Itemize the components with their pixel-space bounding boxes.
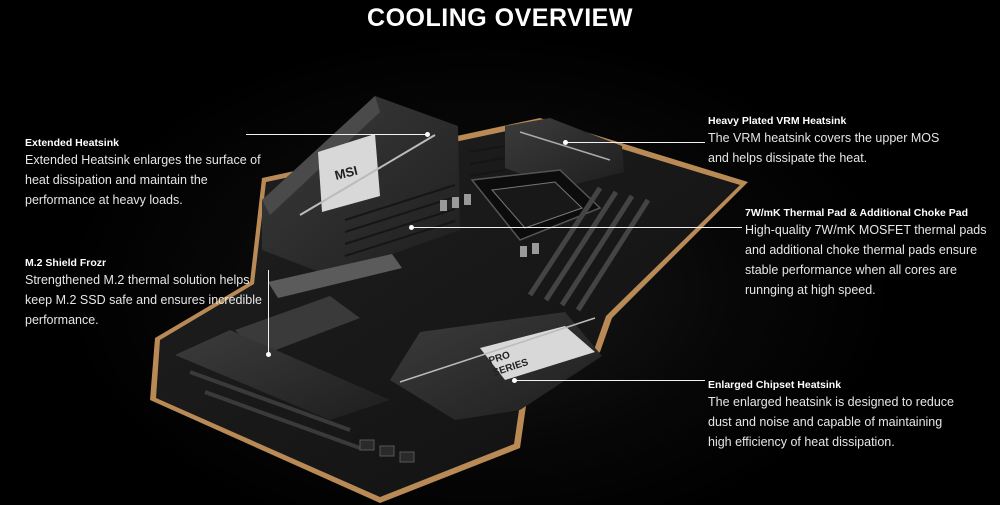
leader-m2 — [268, 270, 269, 356]
callout-line: performance at heavy loads. — [25, 193, 183, 207]
m2-shield — [268, 254, 402, 298]
callout-line: runnging at high speed. — [745, 283, 876, 297]
callout-title: Extended Heatsink — [25, 137, 119, 149]
leader-chipset — [515, 380, 705, 381]
callout-line: High-quality 7W/mK MOSFET thermal pads — [745, 223, 987, 237]
m2-shield-lower — [235, 296, 360, 356]
callout-vrm-heatsink: Heavy Plated VRM Heatsink The VRM heatsi… — [708, 114, 968, 168]
callout-line: dust and noise and capable of maintainin… — [708, 415, 943, 429]
leader-dot-vrm — [563, 140, 568, 145]
callout-extended-heatsink: Extended Heatsink Extended Heatsink enla… — [25, 136, 275, 210]
chipset-accent-line — [399, 317, 596, 383]
vrm-heatsink — [505, 118, 624, 188]
leader-extended — [246, 134, 428, 135]
callout-line: keep M.2 SSD safe and ensures incredible — [25, 293, 262, 307]
pcie-slots — [189, 370, 361, 450]
leader-thermal — [412, 227, 742, 228]
leader-dot-m2 — [266, 352, 271, 357]
leader-dot-chipset — [512, 378, 517, 383]
callout-title: Heavy Plated VRM Heatsink — [708, 115, 847, 127]
pro-series-badge — [480, 326, 595, 380]
callout-line: and helps dissipate the heat. — [708, 151, 868, 165]
callout-title: Enlarged Chipset Heatsink — [708, 379, 842, 391]
heatsink-fins — [344, 184, 456, 257]
callout-line: The VRM heatsink covers the upper MOS — [708, 131, 940, 145]
cpu-socket-lever — [491, 181, 583, 229]
callout-line: stable performance when all cores are — [745, 263, 957, 277]
leader-dot-thermal — [409, 225, 414, 230]
dimm-slots — [527, 186, 651, 312]
page-title: COOLING OVERVIEW — [367, 4, 633, 32]
callout-title: 7W/mK Thermal Pad & Additional Choke Pad — [745, 207, 969, 219]
callout-line: Strengthened M.2 thermal solution helps — [25, 273, 250, 287]
callout-line: and additional choke thermal pads ensure — [745, 243, 978, 257]
chokes — [440, 194, 539, 257]
msi-plate — [318, 134, 380, 212]
leader-dot-extended — [425, 132, 430, 137]
leader-vrm — [566, 142, 705, 143]
callout-line: The enlarged heatsink is designed to red… — [708, 395, 954, 409]
msi-logo: MSI — [333, 163, 359, 183]
vrm-accent-line — [519, 131, 611, 161]
heatsink-accent-line — [299, 134, 436, 216]
sata-ports — [359, 439, 415, 463]
pcie-heatsink — [175, 330, 390, 420]
callout-chipset-heatsink: Enlarged Chipset Heatsink The enlarged h… — [708, 378, 978, 452]
callout-line: heat dissipation and maintain the — [25, 173, 208, 187]
callout-title: M.2 Shield Frozr — [25, 257, 107, 269]
callout-thermal-pad: 7W/mK Thermal Pad & Additional Choke Pad… — [745, 206, 995, 300]
callout-line: high efficiency of heat dissipation. — [708, 435, 895, 449]
callout-line: performance. — [25, 313, 99, 327]
callout-m2-shield-frozr: M.2 Shield Frozr Strengthened M.2 therma… — [25, 256, 275, 330]
vrm-fins — [469, 145, 506, 177]
callout-line: Extended Heatsink enlarges the surface o… — [25, 153, 261, 167]
